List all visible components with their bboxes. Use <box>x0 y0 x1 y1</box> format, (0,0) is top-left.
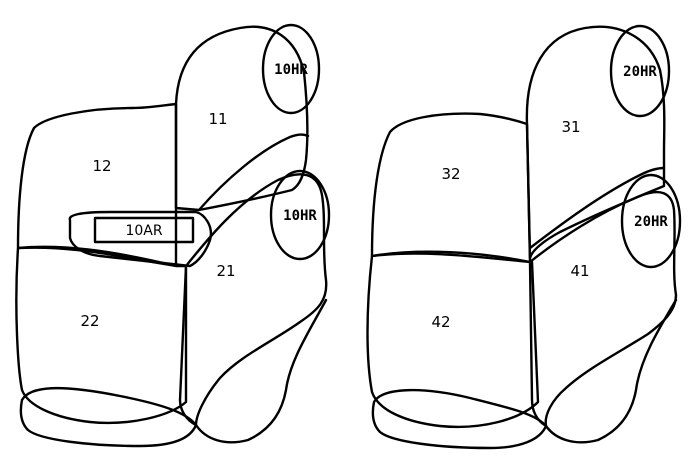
left-rear-backrest <box>174 25 309 212</box>
right-side-cushion-roll <box>371 388 548 450</box>
label-left-armrest: 10AR <box>125 223 162 239</box>
right-rear-backrest <box>525 25 666 260</box>
left-front-seat <box>178 173 328 427</box>
label-part-31: 31 <box>561 118 580 136</box>
right-front-seat-lower <box>544 298 678 444</box>
label-part-22: 22 <box>80 312 99 330</box>
right-front-headrest <box>620 173 682 269</box>
label-part-12: 12 <box>92 157 111 175</box>
right-side-cushion <box>366 250 540 429</box>
left-rear-headrest <box>261 23 321 115</box>
label-part-21: 21 <box>216 262 235 280</box>
left-armrest <box>68 210 213 268</box>
label-right-rear-headrest: 20HR <box>623 64 657 80</box>
right-rear-headrest <box>609 24 671 118</box>
label-part-42: 42 <box>431 313 450 331</box>
left-front-headrest <box>269 169 331 261</box>
left-seat <box>15 23 331 448</box>
label-right-front-headrest: 20HR <box>634 214 668 230</box>
left-front-seat-lower <box>194 298 328 444</box>
label-part-11: 11 <box>208 110 227 128</box>
label-part-32: 32 <box>441 165 460 183</box>
right-front-seat <box>528 190 678 428</box>
label-left-rear-headrest: 10HR <box>274 62 308 78</box>
left-armrest-label-box <box>93 216 195 244</box>
left-side-cushion-roll <box>19 386 198 448</box>
left-side-cushion <box>15 245 188 425</box>
right-seat <box>366 24 682 450</box>
label-left-front-headrest: 10HR <box>283 208 317 224</box>
right-side-backrest <box>370 112 532 264</box>
label-part-41: 41 <box>570 262 589 280</box>
left-rear-backrest-seam <box>197 133 310 212</box>
right-rear-backrest-seam <box>528 166 666 250</box>
